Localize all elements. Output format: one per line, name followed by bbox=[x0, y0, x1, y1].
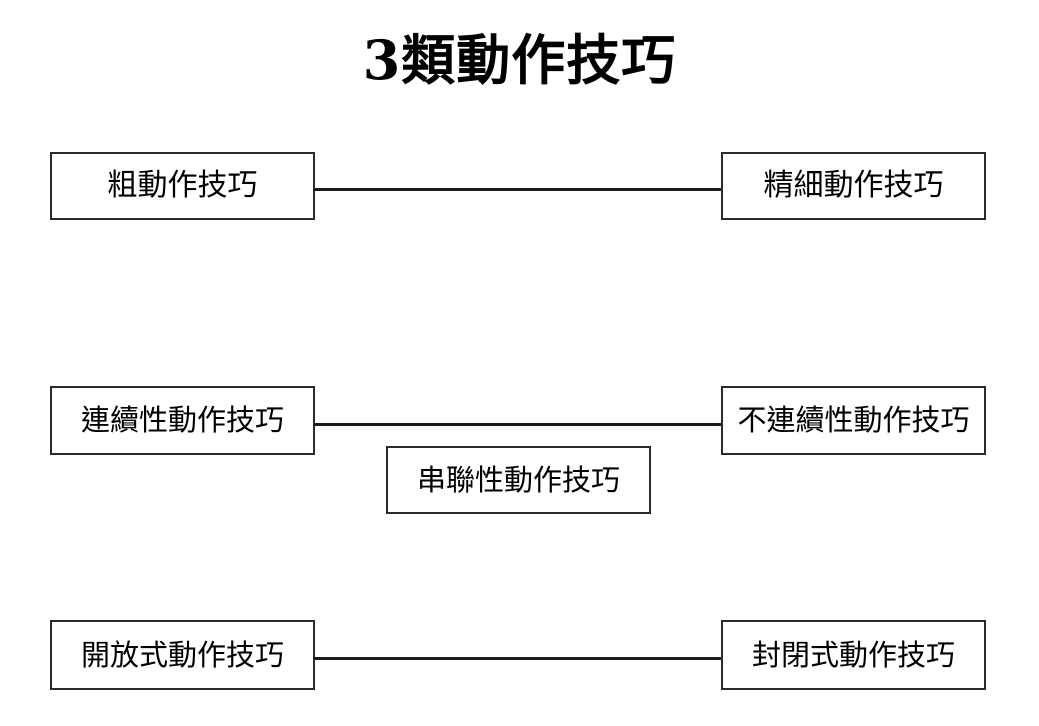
node-label: 串聯性動作技巧 bbox=[416, 462, 620, 497]
connector-line-row-2 bbox=[314, 423, 722, 426]
page-title: 3類動作技巧 bbox=[362, 28, 677, 92]
node-discrete-motor-skill[interactable]: 不連續性動作技巧 bbox=[721, 386, 986, 455]
node-label: 不連續性動作技巧 bbox=[737, 403, 970, 437]
node-closed-motor-skill[interactable]: 封閉式動作技巧 bbox=[721, 620, 986, 690]
connector-line-row-1 bbox=[314, 188, 722, 191]
node-serial-motor-skill[interactable]: 串聯性動作技巧 bbox=[386, 446, 651, 514]
node-label: 封閉式動作技巧 bbox=[751, 637, 955, 672]
node-label: 精細動作技巧 bbox=[763, 168, 944, 203]
node-continuous-motor-skill[interactable]: 連續性動作技巧 bbox=[50, 386, 315, 455]
connector-line-row-3 bbox=[314, 657, 722, 660]
node-label: 連續性動作技巧 bbox=[80, 403, 284, 437]
node-gross-motor-skill[interactable]: 粗動作技巧 bbox=[50, 152, 315, 220]
node-fine-motor-skill[interactable]: 精細動作技巧 bbox=[721, 152, 986, 220]
node-label: 開放式動作技巧 bbox=[80, 637, 284, 672]
node-open-motor-skill[interactable]: 開放式動作技巧 bbox=[50, 620, 315, 690]
node-label: 粗動作技巧 bbox=[107, 168, 258, 203]
